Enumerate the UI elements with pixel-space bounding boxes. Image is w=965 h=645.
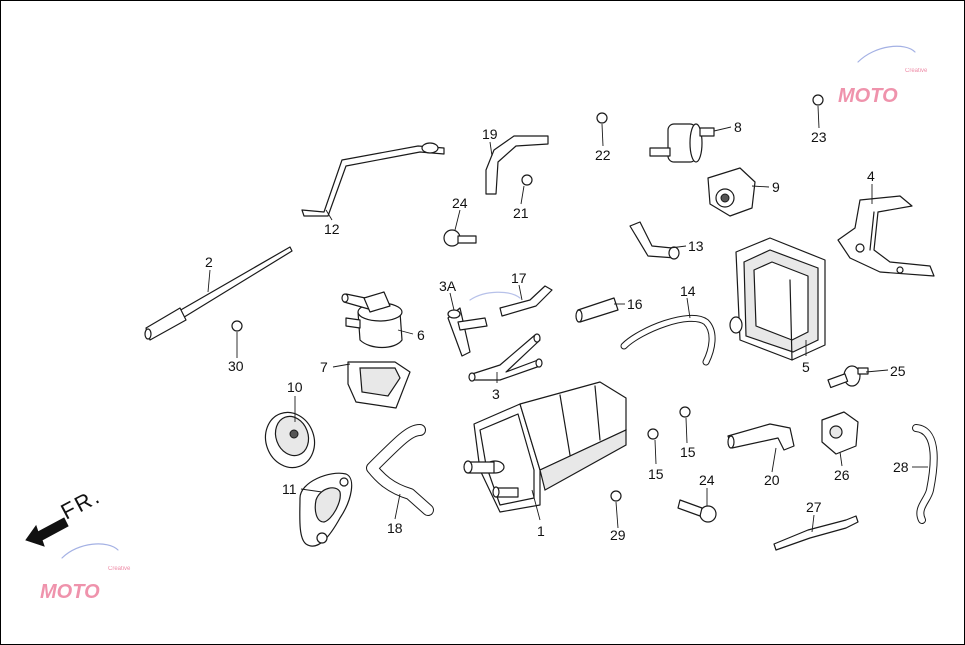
callout-28: 28	[893, 459, 909, 475]
svg-text:MOTO: MOTO	[838, 85, 898, 107]
callout-27: 27	[806, 499, 822, 515]
callout-8: 8	[734, 119, 742, 135]
callout-1: 1	[537, 523, 545, 539]
callout-2: 2	[205, 254, 213, 270]
callout-24a: 24	[452, 195, 468, 211]
svg-text:MOTO: MOTO	[40, 581, 100, 603]
callout-19: 19	[482, 126, 498, 142]
clip-21	[521, 174, 533, 186]
part-2-rod	[144, 246, 293, 341]
watermark-bottom-left: MOTO Creative	[40, 543, 131, 603]
part-13-elbow	[629, 221, 680, 260]
part-20-elbow	[727, 423, 795, 451]
callout-15b: 15	[680, 444, 696, 460]
part-9-clamp-block	[707, 167, 756, 217]
part-18-bent-hose	[366, 424, 434, 516]
clip-23	[812, 94, 824, 106]
part-10-cap	[264, 411, 316, 469]
callout-labels: 1 2 3 3A 4 5 6 7 8 9 10 11 12 13 14 15 1…	[205, 119, 909, 543]
part-3a-t-joint	[447, 307, 488, 357]
callout-18: 18	[387, 520, 403, 536]
svg-text:Creative: Creative	[905, 68, 928, 74]
watermark-top-right: MOTO Creative	[838, 45, 928, 107]
part-24-bolt-lower	[677, 499, 717, 523]
part-1-canister	[463, 381, 627, 513]
callout-6: 6	[417, 327, 425, 343]
part-16-sleeve	[575, 297, 619, 323]
callout-23: 23	[811, 129, 827, 145]
callout-14: 14	[680, 283, 696, 299]
part-6-valve	[341, 291, 403, 349]
leader-lines	[207, 105, 928, 533]
part-27-pipe	[773, 515, 859, 551]
callout-9: 9	[772, 179, 780, 195]
part-12-bent-pipe	[301, 142, 445, 217]
callout-3: 3	[492, 386, 500, 402]
clip-22	[596, 112, 608, 124]
part-14-hose	[620, 314, 716, 366]
callout-24b: 24	[699, 472, 715, 488]
part-28-hose	[912, 424, 938, 524]
callout-12: 12	[324, 221, 340, 237]
callout-3a: 3A	[439, 278, 457, 294]
callout-17: 17	[511, 270, 527, 286]
part-25-valve	[827, 365, 869, 389]
callout-10: 10	[287, 379, 303, 395]
callout-21: 21	[513, 205, 529, 221]
part-17-hose	[499, 285, 553, 317]
part-5-housing	[729, 237, 826, 361]
svg-text:Creative: Creative	[108, 566, 131, 572]
part-26-block	[821, 411, 859, 455]
clip-29	[610, 490, 622, 502]
part-3-y-pipe	[468, 333, 543, 382]
callout-20: 20	[764, 472, 780, 488]
part-7-tray	[347, 361, 411, 409]
part-24-bolt-upper	[443, 229, 477, 247]
callout-29: 29	[610, 527, 626, 543]
clip-15a	[647, 428, 659, 440]
part-4-bracket	[837, 195, 935, 277]
watermark-center	[469, 291, 521, 301]
callout-30: 30	[228, 358, 244, 374]
callout-16: 16	[627, 296, 643, 312]
callout-22: 22	[595, 147, 611, 163]
part-11-plate	[299, 472, 353, 547]
front-direction-arrow: FR.	[25, 483, 105, 547]
callout-15a: 15	[648, 466, 664, 482]
callout-5: 5	[802, 359, 810, 375]
callout-4: 4	[867, 168, 875, 184]
part-8-filter	[649, 123, 715, 163]
callout-7: 7	[320, 359, 328, 375]
clip-15b	[679, 406, 691, 418]
callout-13: 13	[688, 238, 704, 254]
part-19-hose	[485, 135, 549, 195]
callout-11: 11	[282, 481, 297, 497]
callout-26: 26	[834, 467, 850, 483]
clip-30	[231, 320, 243, 332]
callout-25: 25	[890, 363, 906, 379]
